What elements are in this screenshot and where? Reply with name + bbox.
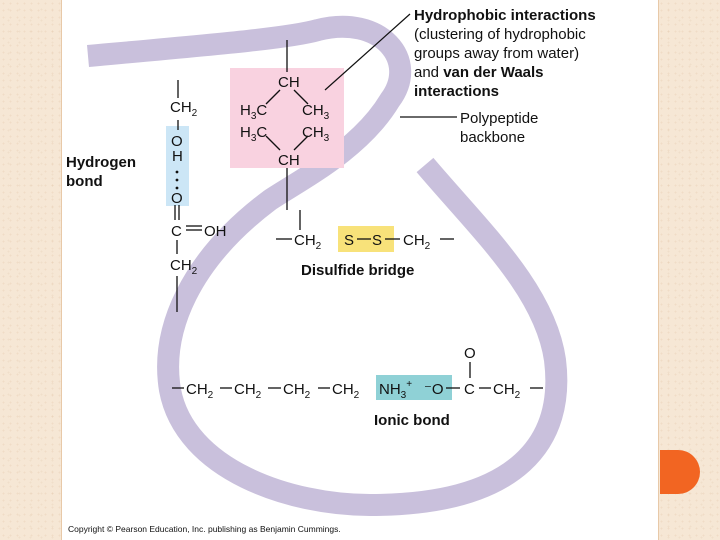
hydrogen-bond-box — [166, 126, 189, 206]
label-hydrophobic-line5: interactions — [414, 83, 499, 100]
bond-line — [293, 89, 309, 105]
label-ionic-bond: Ionic bond — [374, 412, 450, 429]
panel-right-edge — [658, 0, 659, 540]
copyright-text: Copyright © Pearson Education, Inc. publ… — [68, 524, 341, 534]
atom-nh3-plus: NH3+ — [379, 379, 412, 401]
hydrogen-bond-dot — [175, 178, 179, 182]
atom-o-upper: O — [171, 133, 183, 150]
label-polypeptide-line1: Polypeptide — [460, 110, 538, 127]
label-hydrogen-line1: Hydrogen — [66, 154, 136, 171]
panel-left-edge — [61, 0, 62, 540]
bond-line — [293, 135, 309, 151]
atom-c: C — [171, 223, 182, 240]
atom-ch2-left-top: CH2 — [170, 99, 198, 119]
atom-s-right: S — [372, 232, 382, 249]
atom-ch2-chain-3: CH2 — [283, 381, 311, 401]
diagram-panel — [62, 0, 658, 540]
atom-ch2-disulfide-left: CH2 — [294, 232, 322, 252]
atom-s-left: S — [344, 232, 354, 249]
atom-c-carboxyl: C — [464, 381, 475, 398]
atom-ch3-lower: CH3 — [302, 124, 330, 144]
atom-ch2-chain-end: CH2 — [493, 381, 521, 401]
polypeptide-backbone-ribbon — [87, 15, 568, 517]
atom-h3c-upper: H3C — [240, 102, 267, 122]
atom-ch-top: CH — [278, 74, 300, 91]
atom-o-minus: ⁻O — [424, 381, 444, 398]
orange-corner-marker — [660, 450, 700, 494]
label-polypeptide-line2: backbone — [460, 129, 525, 146]
label-hydrophobic-line1: Hydrophobic interactions — [414, 7, 596, 24]
atom-h: H — [172, 148, 183, 165]
atom-o-lower: O — [171, 190, 183, 207]
atom-ch2-chain-4: CH2 — [332, 381, 360, 401]
bond-line — [265, 135, 281, 151]
label-hydrophobic-line3: groups away from water) — [414, 45, 579, 62]
atom-ch2-chain-2: CH2 — [234, 381, 262, 401]
ionic-bond-box — [376, 375, 452, 400]
label-hydrogen-line2: bond — [66, 173, 103, 190]
atom-ch2-left-bottom: CH2 — [170, 257, 198, 277]
label-hydrophobic-line2: (clustering of hydrophobic — [414, 26, 586, 43]
atom-ch2-disulfide-right: CH2 — [403, 232, 431, 252]
hydrogen-bond-dot — [175, 170, 179, 174]
atom-ch2-chain-1: CH2 — [186, 381, 214, 401]
hydrogen-bond-dot — [175, 186, 179, 190]
atom-ch-bottom: CH — [278, 152, 300, 169]
atom-ch3-upper: CH3 — [302, 102, 330, 122]
label-hydrophobic-line4: and van der Waals — [414, 64, 544, 81]
pointer-line-hydrophobic — [324, 13, 411, 91]
atom-oh: OH — [204, 223, 227, 240]
atom-h3c-lower: H3C — [240, 124, 267, 144]
hydrophobic-box — [230, 68, 344, 168]
label-disulfide-bridge: Disulfide bridge — [301, 262, 414, 279]
atom-o-carboxyl: O — [464, 345, 476, 362]
bond-line — [265, 89, 281, 105]
